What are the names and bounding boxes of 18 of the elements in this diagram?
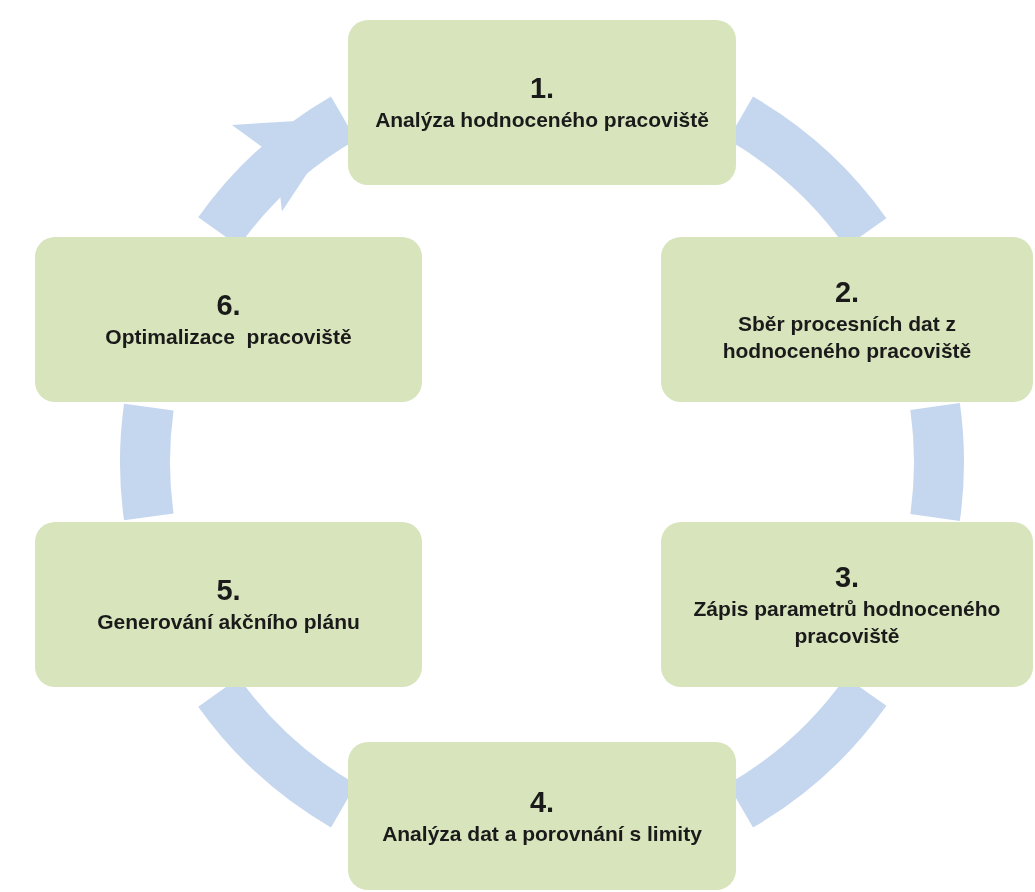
step-number: 2.	[834, 274, 860, 310]
step-box	[661, 237, 1033, 402]
step-number: 4.	[529, 784, 555, 820]
step-label: Zápis parametrů hodnoceného pracoviště	[692, 595, 1002, 649]
step-box	[35, 522, 422, 687]
step-box	[348, 20, 736, 185]
step-label: Generování akčního plánu	[97, 609, 360, 636]
step-label: Optimalizace pracoviště	[105, 324, 352, 351]
step-box	[661, 522, 1033, 687]
step-number: 5.	[216, 573, 241, 609]
step-number: 6.	[216, 288, 241, 324]
step-label: Analýza hodnoceného pracoviště	[375, 107, 709, 134]
step-label: Analýza dat a porovnání s limity	[382, 820, 702, 847]
step-label: Sběr procesních dat z hodnoceného pracoviště	[721, 310, 973, 364]
step-number: 3.	[834, 559, 860, 595]
step-box	[348, 742, 736, 890]
step-number: 1.	[529, 71, 555, 107]
step-box	[35, 237, 422, 402]
